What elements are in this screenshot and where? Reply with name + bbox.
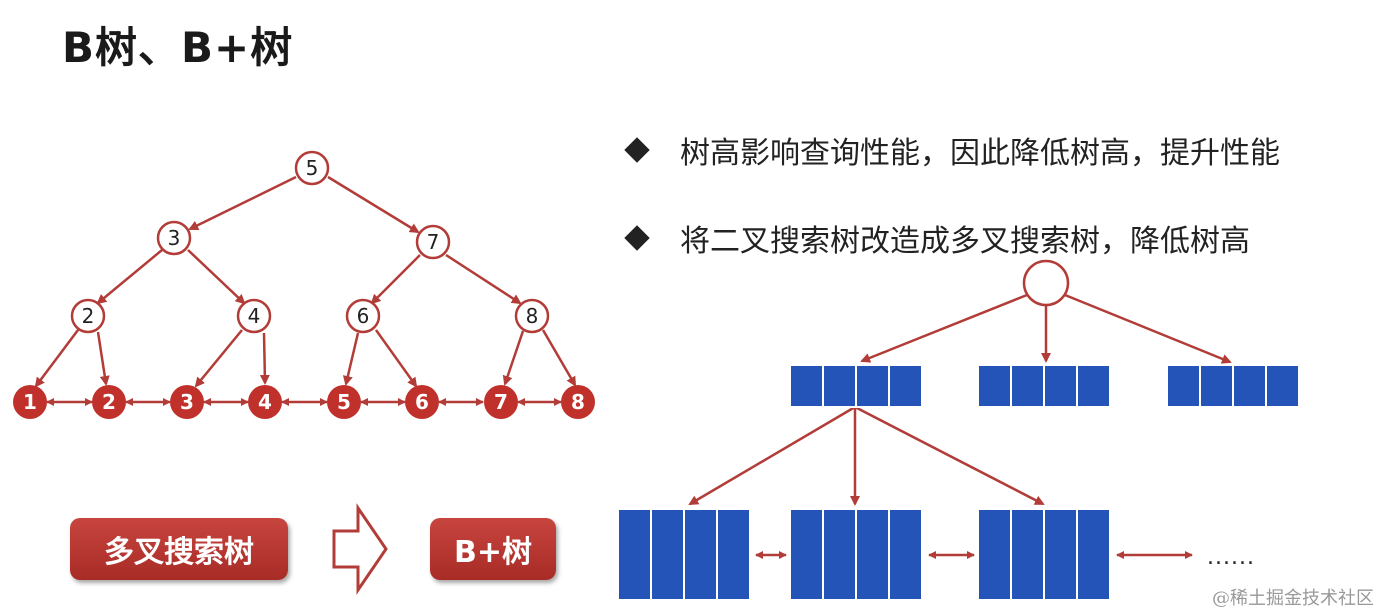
bplus-tree-label: B+树 <box>430 518 556 580</box>
tree-node: 6 <box>345 298 381 334</box>
bullet-item-2: 将二叉搜索树改造成多叉搜索树，降低树高 <box>622 216 1250 260</box>
svg-text:6: 6 <box>357 304 370 328</box>
binary-tree-edges <box>34 175 577 406</box>
svg-text:5: 5 <box>337 390 351 414</box>
leaf-node: 1 <box>13 385 47 419</box>
leaf-node: 2 <box>92 385 126 419</box>
svg-text:2: 2 <box>102 390 116 414</box>
svg-text:1: 1 <box>23 390 37 414</box>
leaf-node: 6 <box>405 385 439 419</box>
leaf-node: 5 <box>327 385 361 419</box>
binary-tree-inner-nodes: 5 3 7 2 4 6 8 <box>70 150 550 334</box>
leaf-node: 8 <box>561 385 595 419</box>
svg-text:5: 5 <box>306 156 319 180</box>
slide-title: B树、B+树 <box>62 23 294 72</box>
leaf-node: 3 <box>170 385 204 419</box>
bplus-leaf-node <box>977 508 1111 601</box>
svg-text:7: 7 <box>494 390 508 414</box>
tree-node: 2 <box>70 298 106 334</box>
watermark: @稀土掘金技术社区 <box>1212 588 1374 609</box>
tree-node: 4 <box>236 298 272 334</box>
multiway-search-tree-label: 多叉搜索树 <box>70 518 288 580</box>
svg-text:6: 6 <box>415 390 429 414</box>
svg-text:2: 2 <box>82 304 95 328</box>
svg-text:7: 7 <box>427 230 440 254</box>
binary-tree-leaf-nodes: 1 2 3 4 5 6 7 8 <box>13 385 595 419</box>
svg-text:3: 3 <box>168 226 181 250</box>
svg-text:4: 4 <box>258 390 272 414</box>
leaf-node: 4 <box>248 385 282 419</box>
leaf-node: 7 <box>484 385 518 419</box>
bullet-text-2: 将二叉搜索树改造成多叉搜索树，降低树高 <box>680 224 1250 259</box>
bplus-tree <box>617 259 1300 601</box>
bullet-item-1: 树高影响查询性能，因此降低树高，提升性能 <box>622 128 1280 172</box>
bplus-leaf-node <box>617 508 751 601</box>
bplus-root-edges <box>688 293 1232 559</box>
bullet-text-1: 树高影响查询性能，因此降低树高，提升性能 <box>680 136 1280 171</box>
svg-text:8: 8 <box>526 304 539 328</box>
tree-node: 7 <box>415 224 451 260</box>
transform-arrow-icon <box>332 503 388 595</box>
svg-text:3: 3 <box>180 390 194 414</box>
bplus-root-node <box>1022 259 1070 307</box>
continuation-ellipsis: ...... <box>1207 545 1255 570</box>
tree-node: 3 <box>156 220 192 256</box>
bplus-index-node <box>977 364 1111 408</box>
tree-node: 5 <box>294 150 330 186</box>
tree-node: 8 <box>514 298 550 334</box>
svg-text:8: 8 <box>571 390 585 414</box>
svg-text:4: 4 <box>248 304 261 328</box>
bplus-index-node <box>1166 364 1300 408</box>
bplus-leaf-node <box>789 508 923 601</box>
bplus-index-node <box>789 364 923 408</box>
